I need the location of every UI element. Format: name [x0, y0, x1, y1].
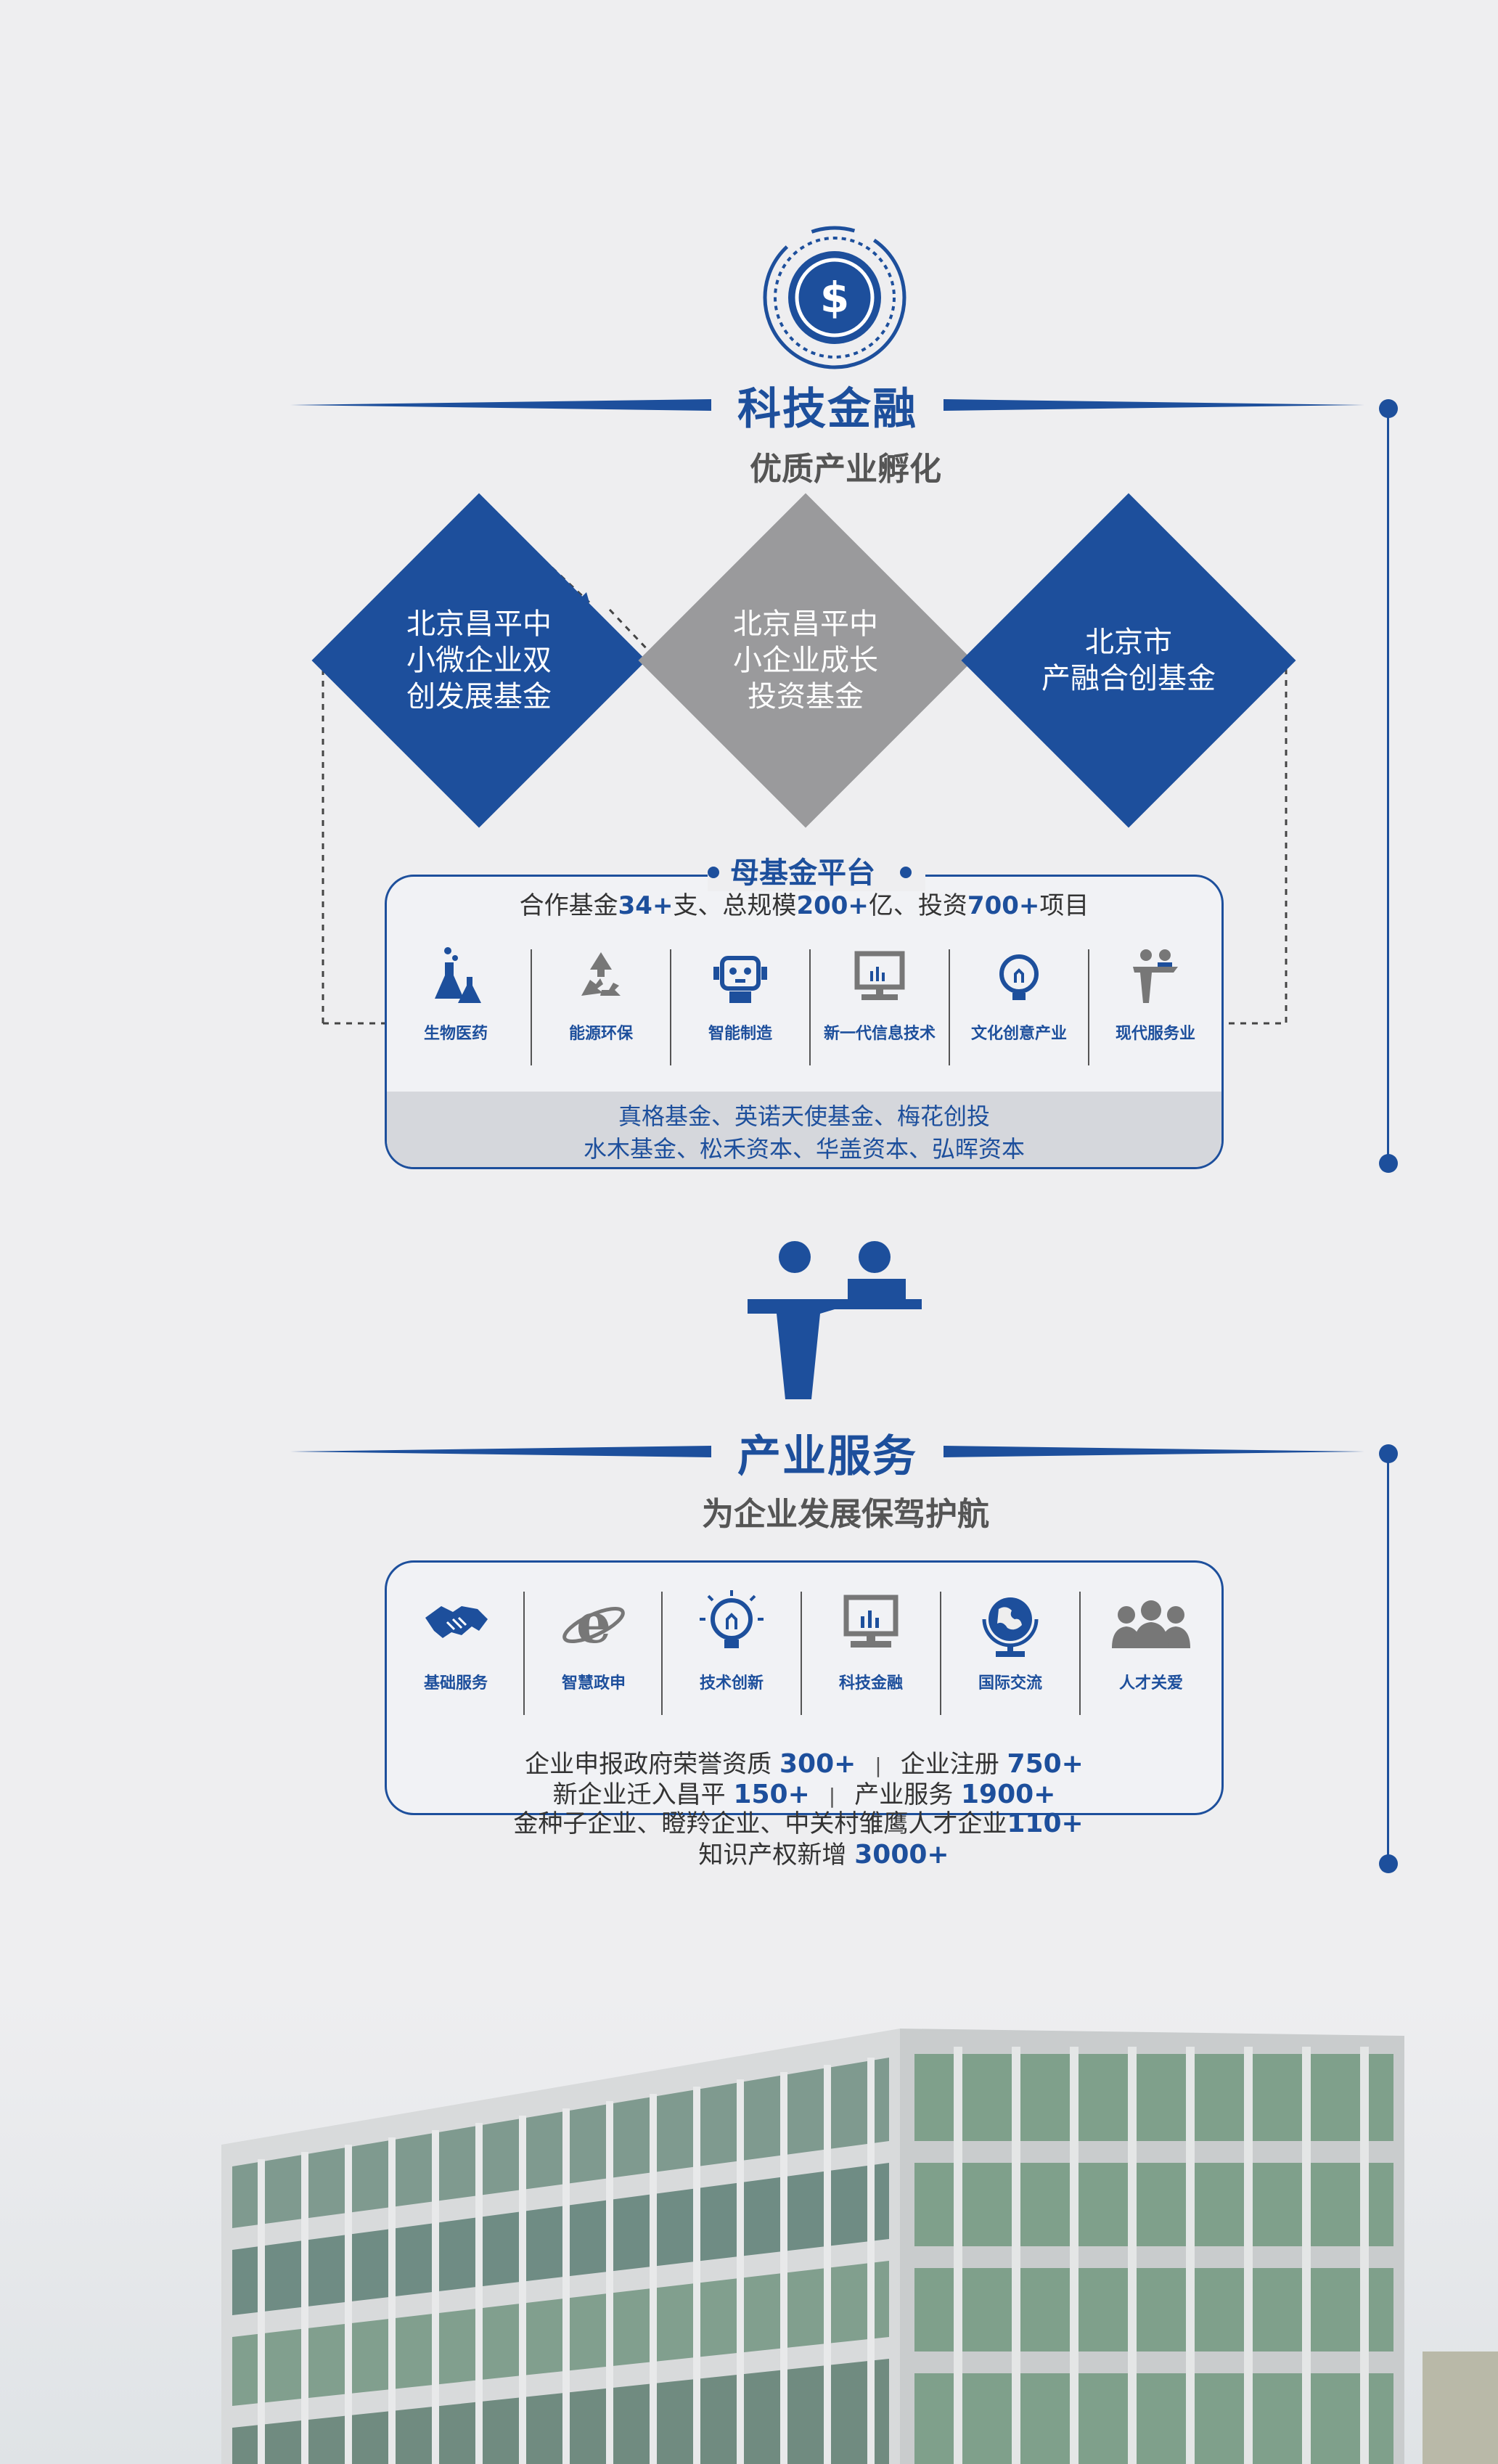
- fund-diamond: 北京市 产融合创基金: [961, 493, 1296, 828]
- service-item: e 智慧政申: [525, 1563, 663, 1715]
- divider: [1079, 1592, 1081, 1715]
- timeline-line: [1387, 1459, 1389, 1865]
- building-image: [0, 1989, 1498, 2464]
- fund-label: 北京昌平中 小企业成长 投资基金: [733, 607, 878, 713]
- fund-label: 北京昌平中 小微企业双 创发展基金: [406, 607, 552, 713]
- stat-line: 知识产权新增 3000+: [698, 1840, 949, 1870]
- fund-platform-panel: 合作基金34+支、总规模200+亿、投资700+项目 生物医药 能源环保: [385, 875, 1224, 1169]
- platform-title: 母基金平台: [730, 856, 875, 890]
- divider: [801, 1592, 802, 1715]
- svg-text:$: $: [820, 273, 849, 322]
- divider: [670, 949, 671, 1065]
- fund-label: 北京市 产融合创基金: [1041, 626, 1216, 695]
- service-label: 智慧政申: [561, 1674, 626, 1693]
- ie-logo-icon: e: [562, 1591, 625, 1655]
- service-item: 国际交流: [941, 1563, 1079, 1715]
- platform-summary: 合作基金34+支、总规模200+亿、投资700+项目: [519, 891, 1089, 920]
- industry-label: 智能制造: [708, 1025, 772, 1043]
- service-label: 技术创新: [699, 1674, 764, 1693]
- service-item: 科技金融: [802, 1563, 940, 1715]
- timeline-line: [1387, 406, 1389, 1165]
- services-panel: 基础服务 e 智慧政申 技术创新 科技金融: [385, 1560, 1224, 1815]
- divider: [1088, 949, 1089, 1065]
- industry-item: 现代服务业: [1089, 920, 1221, 1073]
- divider: [809, 949, 811, 1065]
- industry-label: 生物医药: [423, 1025, 488, 1043]
- service-item: 基础服务: [387, 1563, 525, 1715]
- partners-line: 水木基金、松禾资本、华盖资本、弘晖资本: [583, 1135, 1025, 1163]
- timeline-dot: [1379, 399, 1398, 418]
- group-icon: [1112, 1600, 1190, 1648]
- service-label: 科技金融: [838, 1674, 903, 1693]
- divider: [661, 1592, 663, 1715]
- fund-diamond: 北京昌平中 小企业成长 投资基金: [638, 493, 973, 828]
- timeline-dot: [1379, 1444, 1398, 1463]
- service-label: 基础服务: [423, 1674, 488, 1693]
- service-people-icon: [1133, 949, 1178, 1003]
- recycle-icon: [581, 952, 621, 996]
- industry-label: 文化创意产业: [970, 1025, 1067, 1043]
- title-line-right: [944, 399, 1364, 411]
- title-line-left: [290, 1446, 711, 1457]
- industry-item: 能源环保: [532, 920, 670, 1073]
- flask-icon: [435, 947, 481, 1003]
- handshake-icon: [425, 1606, 488, 1638]
- lightbulb-icon: [700, 1590, 764, 1648]
- timeline-dot: [1379, 1154, 1398, 1173]
- service-item: 技术创新: [663, 1563, 801, 1715]
- service-label: 人才关爱: [1118, 1674, 1183, 1693]
- partners-band: [387, 1092, 1221, 1167]
- fund-diamond: 北京昌平中 小微企业双 创发展基金: [311, 493, 647, 828]
- monitor-icon: [854, 951, 905, 1000]
- divider: [940, 1592, 941, 1715]
- industry-item: 生物医药: [387, 920, 525, 1073]
- lightbulb-icon: [999, 954, 1039, 1000]
- svg-text:e: e: [576, 1591, 611, 1655]
- section-title: 科技金融: [737, 384, 917, 435]
- industry-item: 文化创意产业: [950, 920, 1088, 1073]
- section-title: 产业服务: [737, 1431, 917, 1482]
- divider: [949, 949, 950, 1065]
- monitor-icon: [843, 1595, 899, 1648]
- dollar-icon: $: [763, 226, 906, 369]
- divider: [523, 1592, 525, 1715]
- stat-line: 企业申报政府荣誉资质 300+|企业注册 750+: [525, 1749, 1084, 1779]
- business-people-icon: [748, 1241, 922, 1399]
- service-item: 人才关爱: [1081, 1563, 1221, 1715]
- timeline-dot: [1379, 1854, 1398, 1873]
- industry-label: 新一代信息技术: [823, 1025, 936, 1043]
- title-line-left: [290, 399, 711, 411]
- service-label: 国际交流: [978, 1674, 1042, 1693]
- title-dot: [900, 867, 912, 878]
- partners-line: 真格基金、英诺天使基金、梅花创投: [618, 1102, 990, 1130]
- industry-item: 智能制造: [671, 920, 809, 1073]
- section-subtitle: 优质产业孵化: [750, 451, 941, 488]
- stat-line: 金种子企业、瞪羚企业、中关村雏鹰人才企业110+: [513, 1809, 1084, 1838]
- platform-title-bg: [708, 848, 925, 891]
- industry-label: 现代服务业: [1115, 1025, 1195, 1043]
- divider: [531, 949, 532, 1065]
- title-dot: [708, 867, 719, 878]
- stat-line: 新企业迁入昌平 150+|产业服务 1900+: [552, 1780, 1056, 1809]
- industry-label: 能源环保: [568, 1025, 633, 1043]
- title-line-right: [944, 1446, 1364, 1457]
- industry-item: 新一代信息技术: [811, 920, 949, 1073]
- robot-icon: [713, 956, 767, 1003]
- globe-icon: [982, 1597, 1039, 1657]
- section-subtitle: 为企业发展保驾护航: [702, 1496, 989, 1533]
